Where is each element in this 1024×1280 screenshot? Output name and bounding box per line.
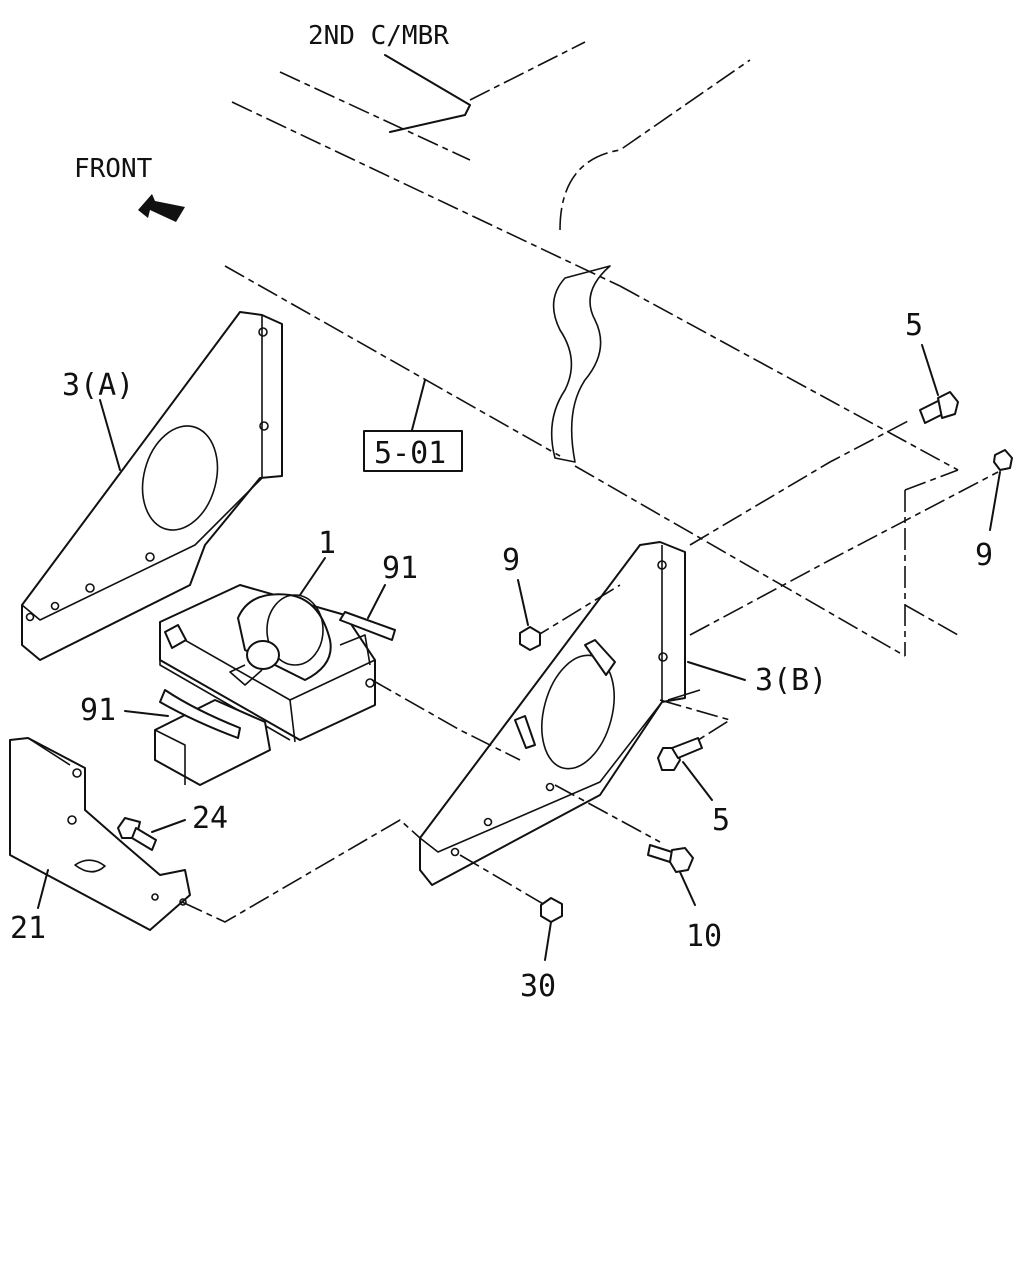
ref-box-frame (363, 430, 463, 472)
bolt-24 (117, 817, 157, 851)
bolt-5-upper (919, 391, 959, 424)
bracket-3b (419, 541, 686, 886)
shim-91-upper (339, 611, 396, 641)
leader-3b (687, 661, 746, 681)
leader-ref-box (411, 379, 426, 431)
leader-30 (544, 921, 552, 961)
leader-9-left (517, 579, 529, 626)
leader-91-upper (367, 584, 386, 619)
align-line-6 (529, 584, 621, 641)
leader-10 (679, 871, 696, 906)
label-24[interactable]: 24 (192, 801, 228, 836)
cover-21 (9, 737, 191, 931)
bolt-10 (647, 844, 694, 873)
label-21[interactable]: 21 (10, 911, 46, 946)
align-line-9 (667, 689, 701, 701)
nut-9-left (519, 626, 541, 651)
label-9-left[interactable]: 9 (502, 543, 520, 578)
leader-5-lower (682, 761, 713, 801)
align-line-2 (689, 471, 999, 636)
label-91-lower[interactable]: 91 (80, 693, 116, 728)
label-30[interactable]: 30 (520, 969, 556, 1004)
label-second-crossmember: 2ND C/MBR (308, 21, 449, 51)
engine-mount-1 (154, 584, 376, 786)
ref-box-label[interactable]: 5-01 (374, 436, 446, 471)
leader-91-lower (124, 710, 169, 717)
leader-9-right (989, 471, 1001, 531)
label-91-upper[interactable]: 91 (382, 551, 418, 586)
label-9-right[interactable]: 9 (975, 538, 993, 573)
label-front: FRONT (74, 154, 153, 184)
label-1[interactable]: 1 (318, 526, 336, 561)
label-5-lower[interactable]: 5 (712, 803, 730, 838)
bracket-3a (21, 311, 283, 661)
leader-5-upper (921, 344, 939, 396)
label-10[interactable]: 10 (686, 919, 722, 954)
leader-second-crossmember (384, 54, 471, 133)
leader-1 (299, 557, 326, 596)
align-line-5 (459, 854, 546, 906)
label-3a[interactable]: 3(A) (62, 368, 134, 403)
front-arrow-icon (138, 194, 185, 222)
leader-24 (151, 819, 186, 833)
label-3b[interactable]: 3(B) (755, 663, 827, 698)
bolt-5-lower (657, 737, 703, 771)
align-line-1 (689, 419, 911, 546)
leader-21 (37, 869, 49, 909)
leader-3a (99, 399, 121, 471)
frame-rail (224, 41, 959, 657)
align-line-3 (371, 679, 521, 761)
label-5-upper[interactable]: 5 (905, 308, 923, 343)
nut-9-right (993, 449, 1013, 471)
shim-91-lower (159, 689, 241, 739)
align-line-8 (659, 699, 732, 743)
align-line-4 (554, 784, 661, 843)
nut-30 (540, 897, 563, 923)
